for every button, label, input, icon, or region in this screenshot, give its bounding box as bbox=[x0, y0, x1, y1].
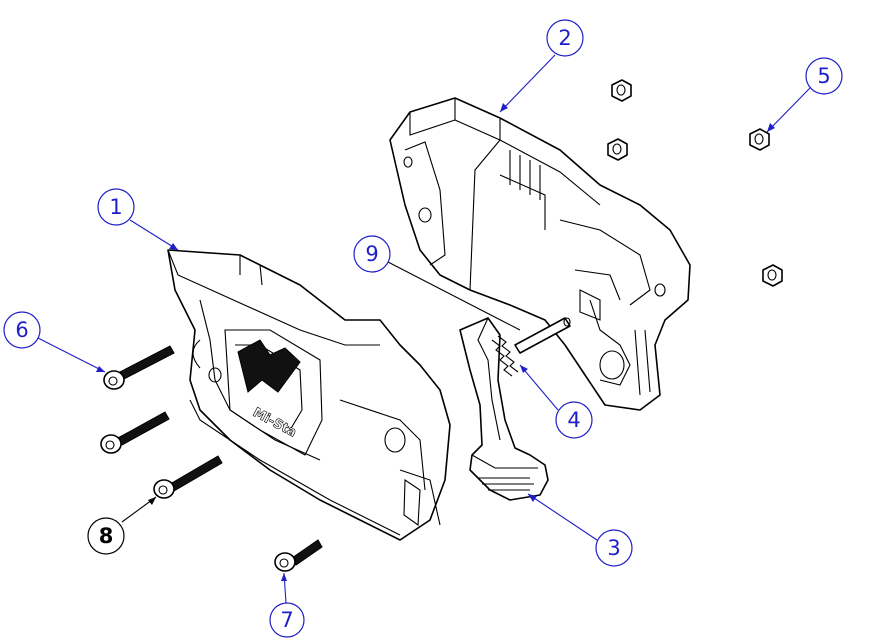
callout-number: 9 bbox=[365, 242, 378, 266]
hex-nut bbox=[762, 264, 783, 287]
callout-4: 4 bbox=[519, 364, 593, 439]
callout-7: 7 bbox=[269, 572, 305, 638]
callout-1: 1 bbox=[97, 188, 179, 251]
socket-head-screw-long bbox=[100, 411, 170, 454]
callout-number: 2 bbox=[558, 26, 571, 50]
spring bbox=[491, 335, 519, 377]
callout-3: 3 bbox=[527, 493, 633, 567]
callout-5: 5 bbox=[766, 57, 843, 133]
callout-number: 7 bbox=[280, 608, 293, 632]
callout-2: 2 bbox=[499, 19, 584, 113]
callout-number: 5 bbox=[817, 64, 830, 88]
hex-nut bbox=[611, 79, 632, 102]
upper-housing-right bbox=[389, 97, 691, 411]
callout-number: 4 bbox=[567, 408, 580, 432]
callout-number: 3 bbox=[607, 536, 620, 560]
hex-nut bbox=[607, 138, 628, 161]
callout-number: 6 bbox=[15, 318, 28, 342]
socket-head-screw-long bbox=[103, 345, 175, 390]
socket-head-screw-medium bbox=[153, 455, 223, 499]
callout-6: 6 bbox=[3, 311, 106, 373]
callout-9: 9 bbox=[353, 235, 521, 331]
callout-8: 8 bbox=[87, 496, 157, 555]
callout-number: 8 bbox=[99, 524, 114, 548]
pin bbox=[514, 317, 571, 354]
release-lever bbox=[459, 317, 549, 501]
socket-head-screw-short bbox=[274, 539, 323, 572]
lower-housing-left: Mi-Sta bbox=[167, 249, 451, 541]
callout-number: 1 bbox=[109, 195, 122, 219]
hex-nut bbox=[749, 128, 770, 151]
